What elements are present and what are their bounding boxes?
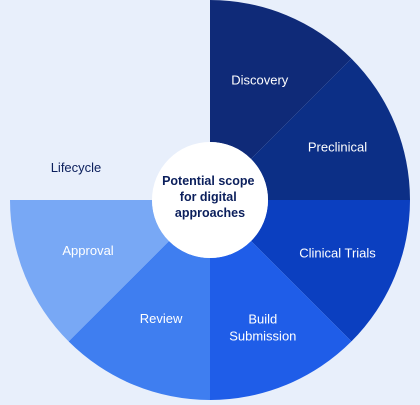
center-label: Potential scope for digital approaches [162,174,258,220]
center-label-line-2: for digital [180,190,237,204]
segment-label-line: Clinical Trials [299,245,376,260]
segment-clinical-trials [251,200,410,342]
segment-label-line: Build [248,311,277,326]
segment-discovery [210,0,352,159]
segment-review [68,241,210,400]
center-circle [152,142,268,258]
segment-label-1: Preclinical [308,140,367,155]
center-label-line-3: approaches [175,206,245,220]
segment-approval [9,200,169,342]
segment-label-line: Discovery [231,72,289,87]
segment-label-5: Approval [62,243,113,258]
segment-label-line: Preclinical [308,140,367,155]
center-label-line-1: Potential scope [162,174,254,188]
segment-label-line: Review [140,311,183,326]
lifecycle-category-label: Lifecycle [51,160,102,175]
segment-label-2: Clinical Trials [299,245,376,260]
segment-label-line: Approval [62,243,113,258]
segment-label-0: Discovery [231,72,289,87]
segment-label-4: Review [140,311,183,326]
segment-preclinical [251,58,410,200]
segment-label-line: Submission [229,328,296,343]
segment-build-submission [210,241,352,400]
